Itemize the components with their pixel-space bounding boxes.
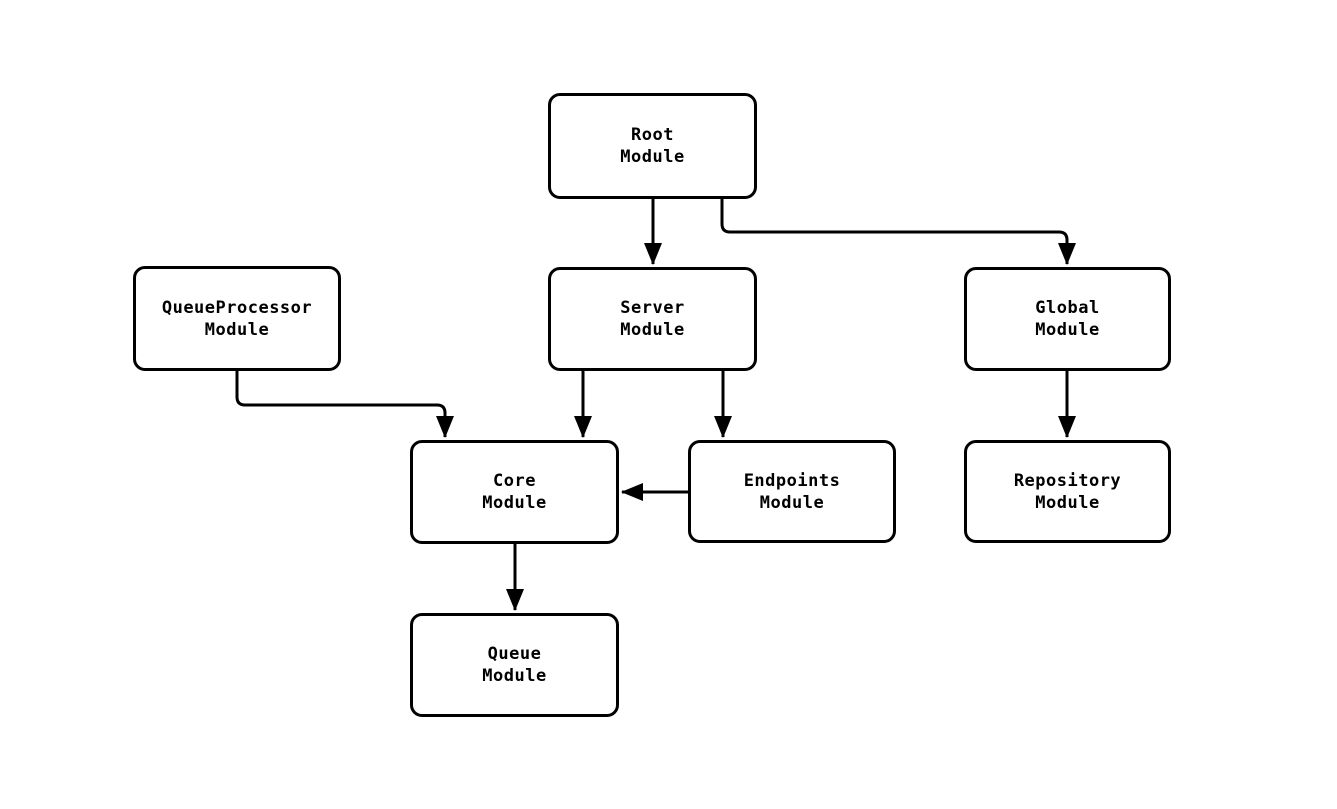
node-queue-label-line1: Queue xyxy=(487,644,542,664)
node-repository-label-line2: Module xyxy=(1035,492,1100,513)
node-root-label-line2: Module xyxy=(620,147,685,167)
edge-root-to-global xyxy=(720,199,1076,265)
node-core-label-line2: Module xyxy=(482,493,547,513)
node-queueprocessor-label-line2: Module xyxy=(204,319,270,340)
node-repository-label-line1: Repository xyxy=(1013,470,1122,491)
node-global-label-line2: Module xyxy=(1035,320,1100,340)
node-root-label-line1: Root xyxy=(631,125,674,145)
node-core-label-line1: Core xyxy=(493,471,536,491)
node-endpoints-label-line1: Endpoints xyxy=(743,470,841,491)
edge-queueprocessor-to-core xyxy=(235,371,454,438)
edge-paths xyxy=(235,199,1076,611)
node-queueprocessor-label-line1: QueueProcessor xyxy=(161,297,313,318)
node-server-label-line1: Server xyxy=(620,298,685,318)
node-global-label-line1: Global xyxy=(1035,298,1100,318)
node-queue-label-line2: Module xyxy=(482,666,547,686)
node-server-label-line2: Module xyxy=(620,320,685,340)
node-endpoints-label-line2: Module xyxy=(759,492,825,513)
